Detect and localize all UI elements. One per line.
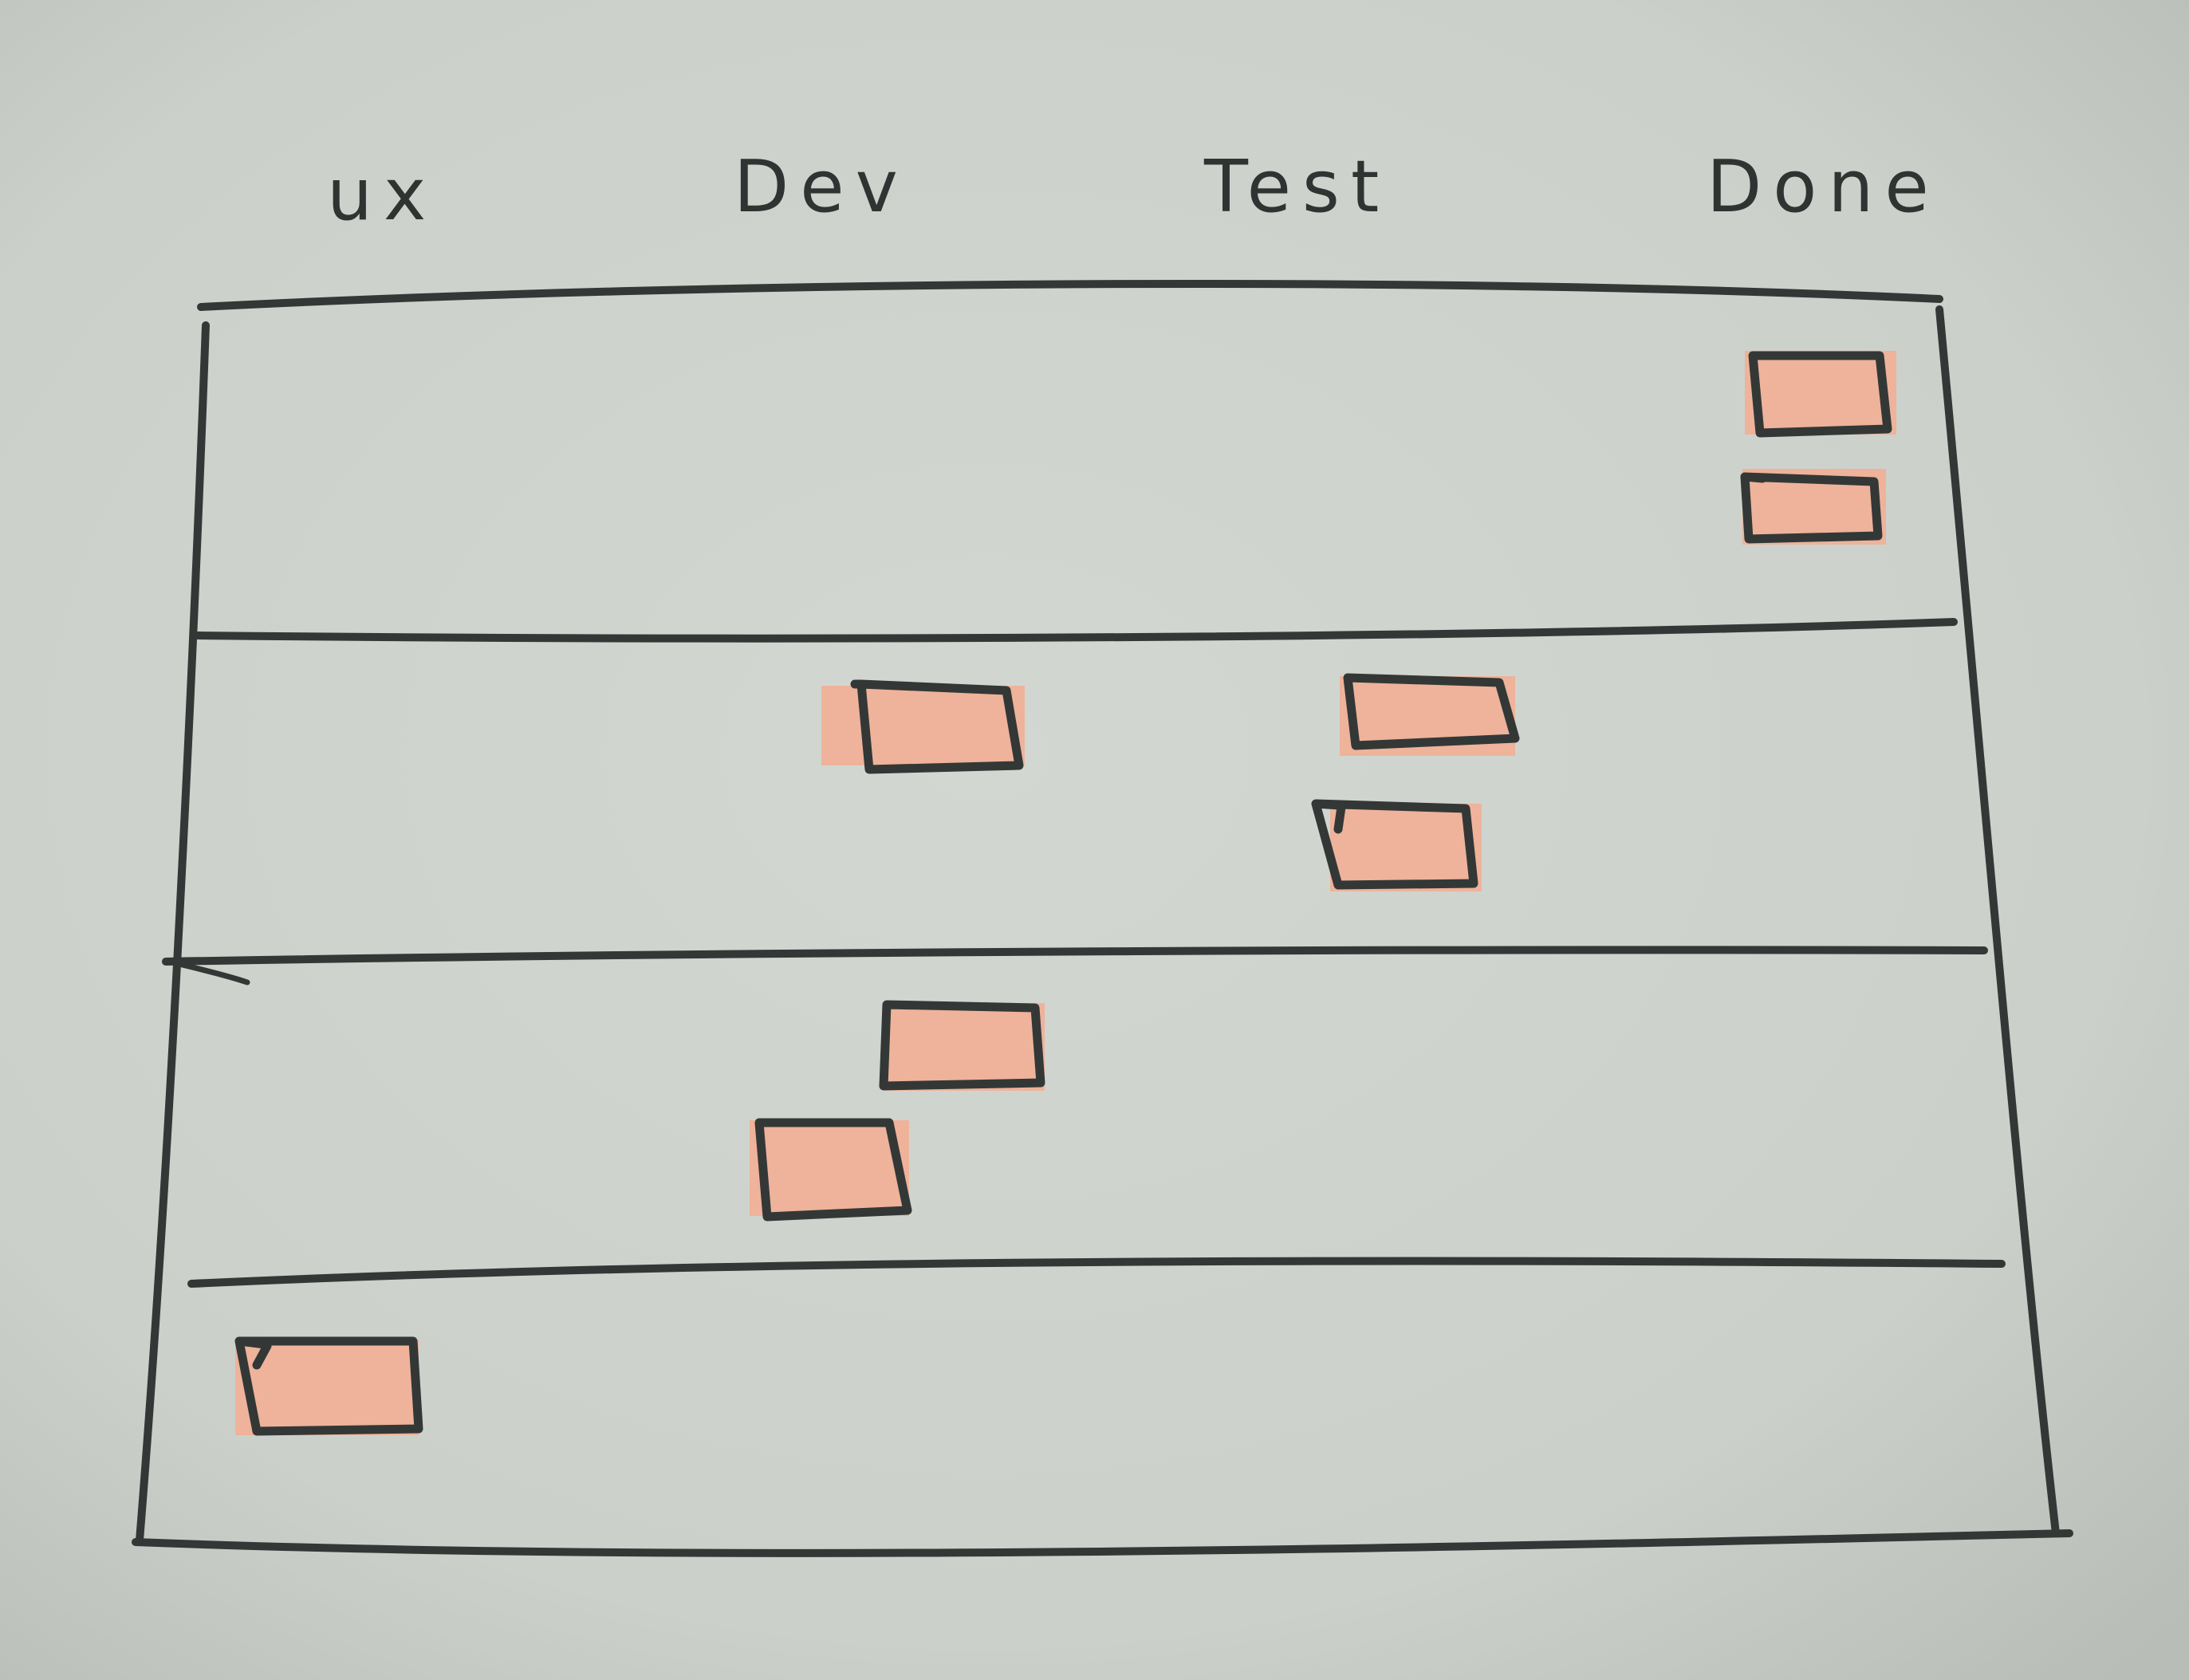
card-done-lane-1 — [1745, 351, 1896, 438]
card-done-lane-1 — [1740, 469, 1886, 545]
card-fill — [885, 1003, 1045, 1091]
board-left-edge — [136, 321, 210, 1544]
board-bottom-edge — [132, 1529, 2073, 1557]
card-outline — [754, 1118, 912, 1222]
card-fill — [1745, 351, 1896, 435]
board-right-edge — [1935, 305, 2060, 1537]
column-header-done: Done — [1707, 145, 1940, 229]
swimlane-divider-2 — [162, 946, 1988, 966]
card-outline — [1740, 472, 1883, 544]
cards-layer — [234, 351, 1896, 1436]
board-top-edge — [197, 279, 1943, 311]
card-outline — [850, 679, 1024, 774]
swimlane-dividers — [162, 618, 2006, 1288]
card-outline — [1311, 799, 1478, 890]
card-outline — [234, 1336, 423, 1436]
board-frame — [132, 279, 2073, 1557]
column-header-ux: ux — [327, 153, 437, 237]
swimlane-divider-3 — [187, 1257, 2006, 1288]
swimlane-divider-1 — [194, 618, 1958, 643]
card-test-lane-2 — [1311, 799, 1482, 891]
card-dev-lane-3 — [750, 1118, 912, 1222]
card-fill — [750, 1120, 909, 1216]
card-outline — [879, 1000, 1045, 1091]
column-header-dev: Dev — [734, 145, 909, 229]
divider-hook-mark — [166, 958, 250, 986]
card-fill — [821, 686, 1025, 765]
column-header-test: Test — [1203, 145, 1390, 229]
card-outline — [1748, 351, 1892, 438]
card-ux-lane-4 — [234, 1336, 423, 1436]
card-dev-lane-3 — [879, 1000, 1045, 1091]
card-dev-lane-2 — [821, 679, 1025, 774]
card-fill — [1330, 804, 1482, 891]
card-test-lane-2 — [1340, 673, 1520, 756]
card-outline — [1343, 673, 1520, 750]
